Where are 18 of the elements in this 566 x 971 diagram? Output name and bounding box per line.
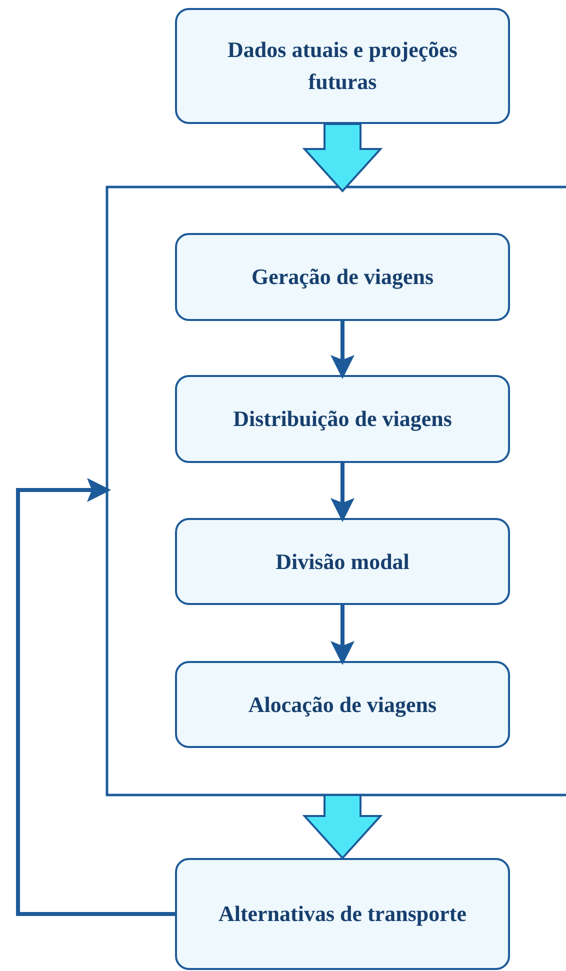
box-label: Alternativas de transporte <box>218 900 467 928</box>
arrow <box>330 463 354 522</box>
process-box <box>175 661 510 748</box>
arrow <box>16 478 175 916</box>
block-arrow <box>302 794 383 860</box>
box-label: Dados atuais e projeções futuras <box>226 36 458 96</box>
block-arrow <box>302 123 383 192</box>
process-box <box>175 8 510 124</box>
process-box <box>175 233 510 321</box>
arrow <box>330 321 354 379</box>
box-label: Distribuição de viagens <box>233 405 452 434</box>
box-label: Alocação de viagens <box>248 690 437 719</box>
box-label: Geração de viagens <box>251 263 434 292</box>
arrow <box>330 605 354 665</box>
process-box <box>175 858 510 970</box>
process-box <box>175 518 510 605</box>
process-box <box>175 375 510 463</box>
box-label: Divisão modal <box>276 548 410 576</box>
